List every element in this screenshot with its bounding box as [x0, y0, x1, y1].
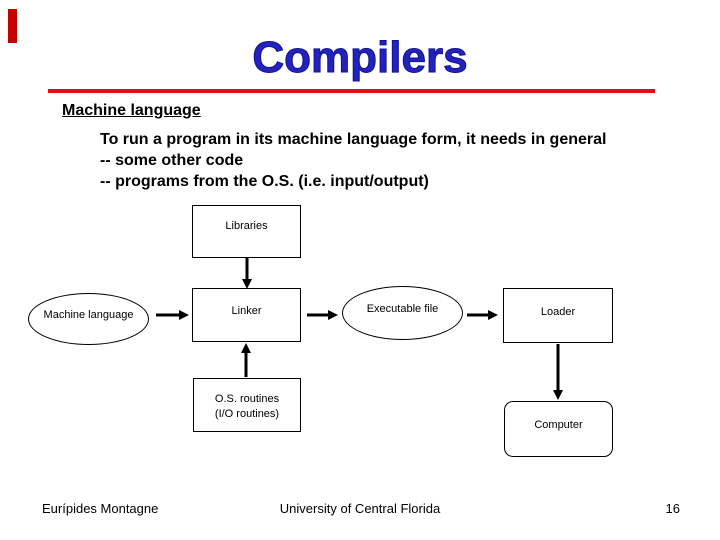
footer-page-number: 16	[665, 501, 680, 516]
corner-accent-bar	[8, 9, 17, 43]
diagram-node-linker: Linker	[192, 288, 301, 342]
executable-file-label: Executable file	[366, 303, 439, 315]
body-text-block: Machine language To run a program in its…	[0, 100, 700, 192]
os-routines-label-line2: (I/O routines)	[214, 408, 280, 420]
diagram-node-machine-language: Machine language	[28, 293, 149, 345]
diagram-node-os-routines: O.S. routines (I/O routines)	[193, 378, 301, 432]
diagram-node-executable-file: Executable file	[342, 286, 463, 340]
machine-language-label: Machine language	[43, 309, 134, 321]
slide-title: Compilers	[252, 33, 468, 83]
arrow-executable-file-to-loader	[467, 310, 498, 320]
slide-footer: Eurípides Montagne University of Central…	[0, 500, 720, 518]
diagram-node-libraries: Libraries	[192, 205, 301, 258]
body-line-2: -- some other code	[100, 152, 244, 169]
computer-label: Computer	[534, 419, 583, 431]
footer-institution: University of Central Florida	[279, 501, 441, 516]
os-routines-label-line1: O.S. routines	[214, 393, 280, 405]
arrow-loader-to-computer	[553, 344, 563, 400]
diagram-node-loader: Loader	[503, 288, 613, 343]
loader-label: Loader	[540, 305, 576, 318]
body-heading: Machine language	[62, 102, 201, 119]
arrow-libraries-to-linker	[242, 258, 252, 289]
body-line-1: To run a program in its machine language…	[100, 131, 607, 148]
body-line-3: -- programs from the O.S. (i.e. input/ou…	[100, 173, 429, 190]
libraries-label: Libraries	[225, 219, 268, 232]
linker-label: Linker	[231, 305, 262, 317]
arrow-linker-to-executable-file	[307, 310, 338, 320]
arrow-machine-language-to-linker	[156, 310, 189, 320]
footer-author: Eurípides Montagne	[42, 501, 159, 516]
arrow-os-routines-to-linker	[241, 343, 251, 377]
diagram-node-computer: Computer	[504, 401, 613, 457]
title-underline-rule	[48, 89, 655, 93]
